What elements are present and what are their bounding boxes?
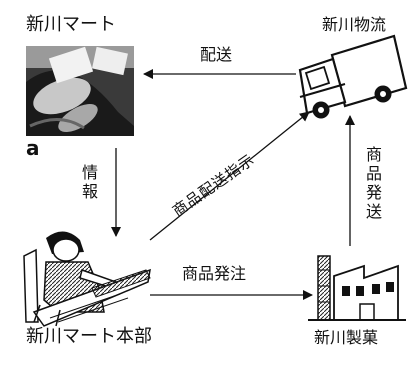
delivery-flow-label: 配送 [200, 45, 233, 64]
info-flow-label: 情報 [79, 164, 98, 202]
mart-label: 新川マート [26, 14, 116, 35]
shipment-flow-label: 商品発送 [363, 146, 382, 222]
hand-holding-card-photo [26, 46, 134, 136]
logistics-label: 新川物流 [322, 15, 387, 34]
order-flow-label: 商品発注 [182, 264, 247, 283]
delivery-truck-icon [298, 34, 408, 119]
person-at-desk-icon [23, 231, 151, 327]
factory-icon [308, 255, 406, 321]
maker-label: 新川製菓 [314, 328, 379, 347]
instruction-arrow [149, 111, 310, 241]
hq-label: 新川マート本部 [26, 326, 152, 347]
marker-label: a [26, 136, 40, 160]
